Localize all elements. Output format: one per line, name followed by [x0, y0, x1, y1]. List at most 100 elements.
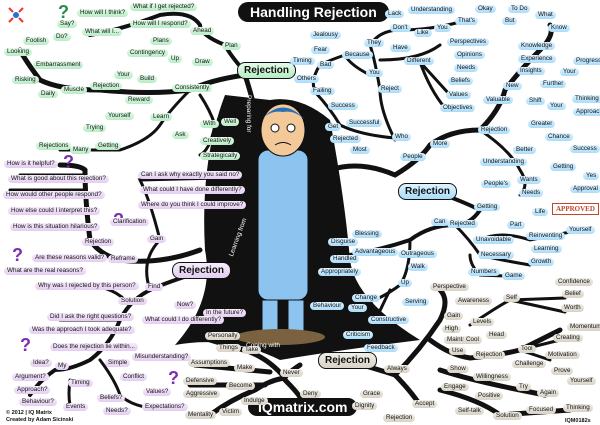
blue-branch-node[interactable]: Can — [431, 218, 449, 226]
green-branch-main-node[interactable]: Rejection — [237, 62, 297, 79]
blue-branch-node[interactable]: Who — [392, 133, 411, 141]
gray-branch-node[interactable]: High — [442, 325, 461, 333]
blue-branch-node[interactable]: More — [430, 140, 451, 148]
blue-branch-node[interactable]: Rejected — [330, 135, 361, 143]
blue-branch-node[interactable]: Bad — [317, 61, 335, 69]
blue-branch-node[interactable]: Valuable — [483, 96, 514, 104]
blue-branch-node[interactable]: Unavoidable — [473, 236, 515, 244]
purple-branch-node[interactable]: Now? — [174, 301, 197, 309]
blue-branch-node[interactable]: Criticism — [343, 331, 374, 339]
purple-branch-node[interactable]: How else could I interpret this? — [8, 207, 101, 215]
purple-branch-node[interactable]: Needs? — [103, 407, 131, 415]
blue-branch-node[interactable]: Failing — [310, 87, 335, 95]
purple-branch-node[interactable]: What are the real reasons? — [4, 267, 86, 275]
blue-branch-node[interactable]: Get — [325, 123, 342, 131]
blue-branch-node[interactable]: Greater — [528, 120, 556, 128]
purple-branch-node[interactable]: What could I have done differently? — [140, 186, 245, 194]
green-branch-node[interactable]: Well — [221, 118, 240, 126]
blue-branch-node[interactable]: Further — [540, 80, 567, 88]
green-branch-node[interactable]: Your — [114, 71, 133, 79]
green-branch-node[interactable]: Many — [70, 146, 92, 154]
gray-branch-node[interactable]: Momentum — [567, 323, 600, 331]
blue-branch-main-node[interactable]: Rejection — [398, 183, 458, 200]
blue-branch-node[interactable]: Feedback — [364, 344, 398, 352]
blue-branch-node[interactable]: Successful — [346, 119, 383, 127]
green-branch-node[interactable]: What if I get rejected? — [130, 3, 198, 11]
blue-branch-node[interactable]: Rejection — [478, 126, 511, 134]
blue-branch-node[interactable]: Change — [352, 294, 381, 302]
purple-branch-node[interactable]: Solution — [118, 297, 147, 305]
blue-branch-node[interactable]: Learning — [531, 245, 562, 253]
blue-branch-node[interactable]: But — [502, 17, 518, 25]
blue-branch-node[interactable]: Reinventing — [526, 232, 566, 240]
gray-branch-node[interactable]: Willingness — [473, 373, 511, 381]
purple-branch-node[interactable]: Values? — [143, 388, 172, 396]
gray-branch-node[interactable]: Deny — [300, 390, 321, 398]
gray-branch-node[interactable]: Cool — [463, 336, 482, 344]
purple-branch-node[interactable]: Expectations? — [142, 403, 188, 411]
blue-branch-node[interactable]: Understanding — [480, 158, 527, 166]
green-branch-node[interactable]: Foolish — [23, 37, 50, 45]
blue-branch-node[interactable]: Experience — [518, 55, 556, 63]
blue-branch-node[interactable]: To Do — [508, 5, 531, 13]
gray-branch-node[interactable]: Make — [234, 364, 256, 372]
blue-branch-node[interactable]: Jealousy — [310, 31, 341, 39]
blue-branch-node[interactable]: Game — [502, 272, 526, 280]
purple-branch-node[interactable]: Why was I rejected by this person? — [35, 282, 139, 290]
purple-branch-node[interactable]: Did I ask the right questions? — [47, 313, 135, 321]
gray-branch-node[interactable]: Always — [384, 365, 410, 373]
gray-branch-node[interactable]: Rejection — [383, 414, 416, 422]
gray-branch-node[interactable]: Things — [216, 344, 241, 352]
blue-branch-node[interactable]: Understanding — [408, 6, 455, 14]
blue-branch-node[interactable]: Beliefs — [448, 77, 473, 85]
purple-branch-node[interactable]: How would other people respond? — [3, 191, 105, 199]
blue-branch-node[interactable]: Approach — [573, 108, 600, 116]
green-branch-node[interactable]: Ahead — [190, 27, 215, 35]
gray-branch-node[interactable]: Positive — [475, 392, 504, 400]
purple-branch-node[interactable]: Misunderstanding? — [132, 353, 192, 361]
blue-branch-node[interactable]: Success — [570, 145, 600, 153]
purple-branch-node[interactable]: How is this situation hilarious? — [10, 223, 101, 231]
blue-branch-node[interactable]: People's — [481, 180, 511, 188]
blue-branch-node[interactable]: Others — [294, 75, 319, 83]
blue-branch-node[interactable]: Objectives — [440, 104, 476, 112]
gray-branch-node[interactable]: Maintain — [444, 336, 474, 344]
gray-branch-node[interactable]: Never — [280, 369, 303, 377]
purple-branch-node[interactable]: Idea? — [30, 359, 52, 367]
blue-branch-node[interactable]: Your — [348, 304, 367, 312]
blue-branch-node[interactable]: Part — [507, 221, 525, 229]
gray-branch-node[interactable]: Challenge — [512, 360, 547, 368]
blue-branch-node[interactable]: Appropriately — [318, 268, 362, 276]
green-branch-node[interactable]: Contingency — [127, 49, 169, 57]
blue-branch-node[interactable]: Your — [560, 68, 579, 76]
gray-branch-node[interactable]: Victim — [219, 408, 243, 416]
purple-branch-node[interactable]: Conflict — [120, 373, 147, 381]
purple-branch-node[interactable]: Was the approach I took adequate? — [29, 326, 135, 334]
gray-branch-node[interactable]: Perspective — [430, 283, 469, 291]
blue-branch-node[interactable]: Serving — [402, 298, 430, 306]
blue-branch-node[interactable]: Needs — [519, 189, 544, 197]
gray-branch-node[interactable]: Worth — [561, 304, 584, 312]
gray-branch-node[interactable]: Belief — [562, 290, 584, 298]
blue-branch-node[interactable]: Approval — [570, 185, 600, 193]
blue-branch-node[interactable]: Insights — [517, 67, 545, 75]
blue-branch-node[interactable]: Disguise — [328, 238, 359, 246]
blue-branch-node[interactable]: What — [535, 11, 556, 19]
green-branch-node[interactable]: Muscle — [61, 86, 87, 94]
green-branch-node[interactable]: Up — [168, 55, 183, 63]
blue-branch-node[interactable]: Values — [446, 91, 471, 99]
blue-branch-node[interactable]: Perspectives — [447, 38, 490, 46]
gray-branch-node[interactable]: Engage — [441, 383, 469, 391]
green-branch-node[interactable]: How will I think? — [77, 9, 129, 17]
green-branch-node[interactable]: Getting — [95, 142, 122, 150]
blue-branch-node[interactable]: Have — [390, 44, 411, 52]
gray-branch-node[interactable]: Aggressive — [183, 390, 221, 398]
gray-branch-node[interactable]: Head — [486, 331, 508, 339]
green-branch-node[interactable]: Reward — [125, 96, 153, 104]
gray-branch-node[interactable]: Take — [242, 346, 262, 354]
blue-branch-node[interactable]: Your — [547, 102, 566, 110]
blue-branch-node[interactable]: You — [434, 24, 451, 32]
blue-branch-node[interactable]: Handled — [330, 255, 360, 263]
blue-branch-node[interactable]: Shift — [526, 97, 545, 105]
gray-branch-node[interactable]: Gain — [444, 312, 464, 320]
